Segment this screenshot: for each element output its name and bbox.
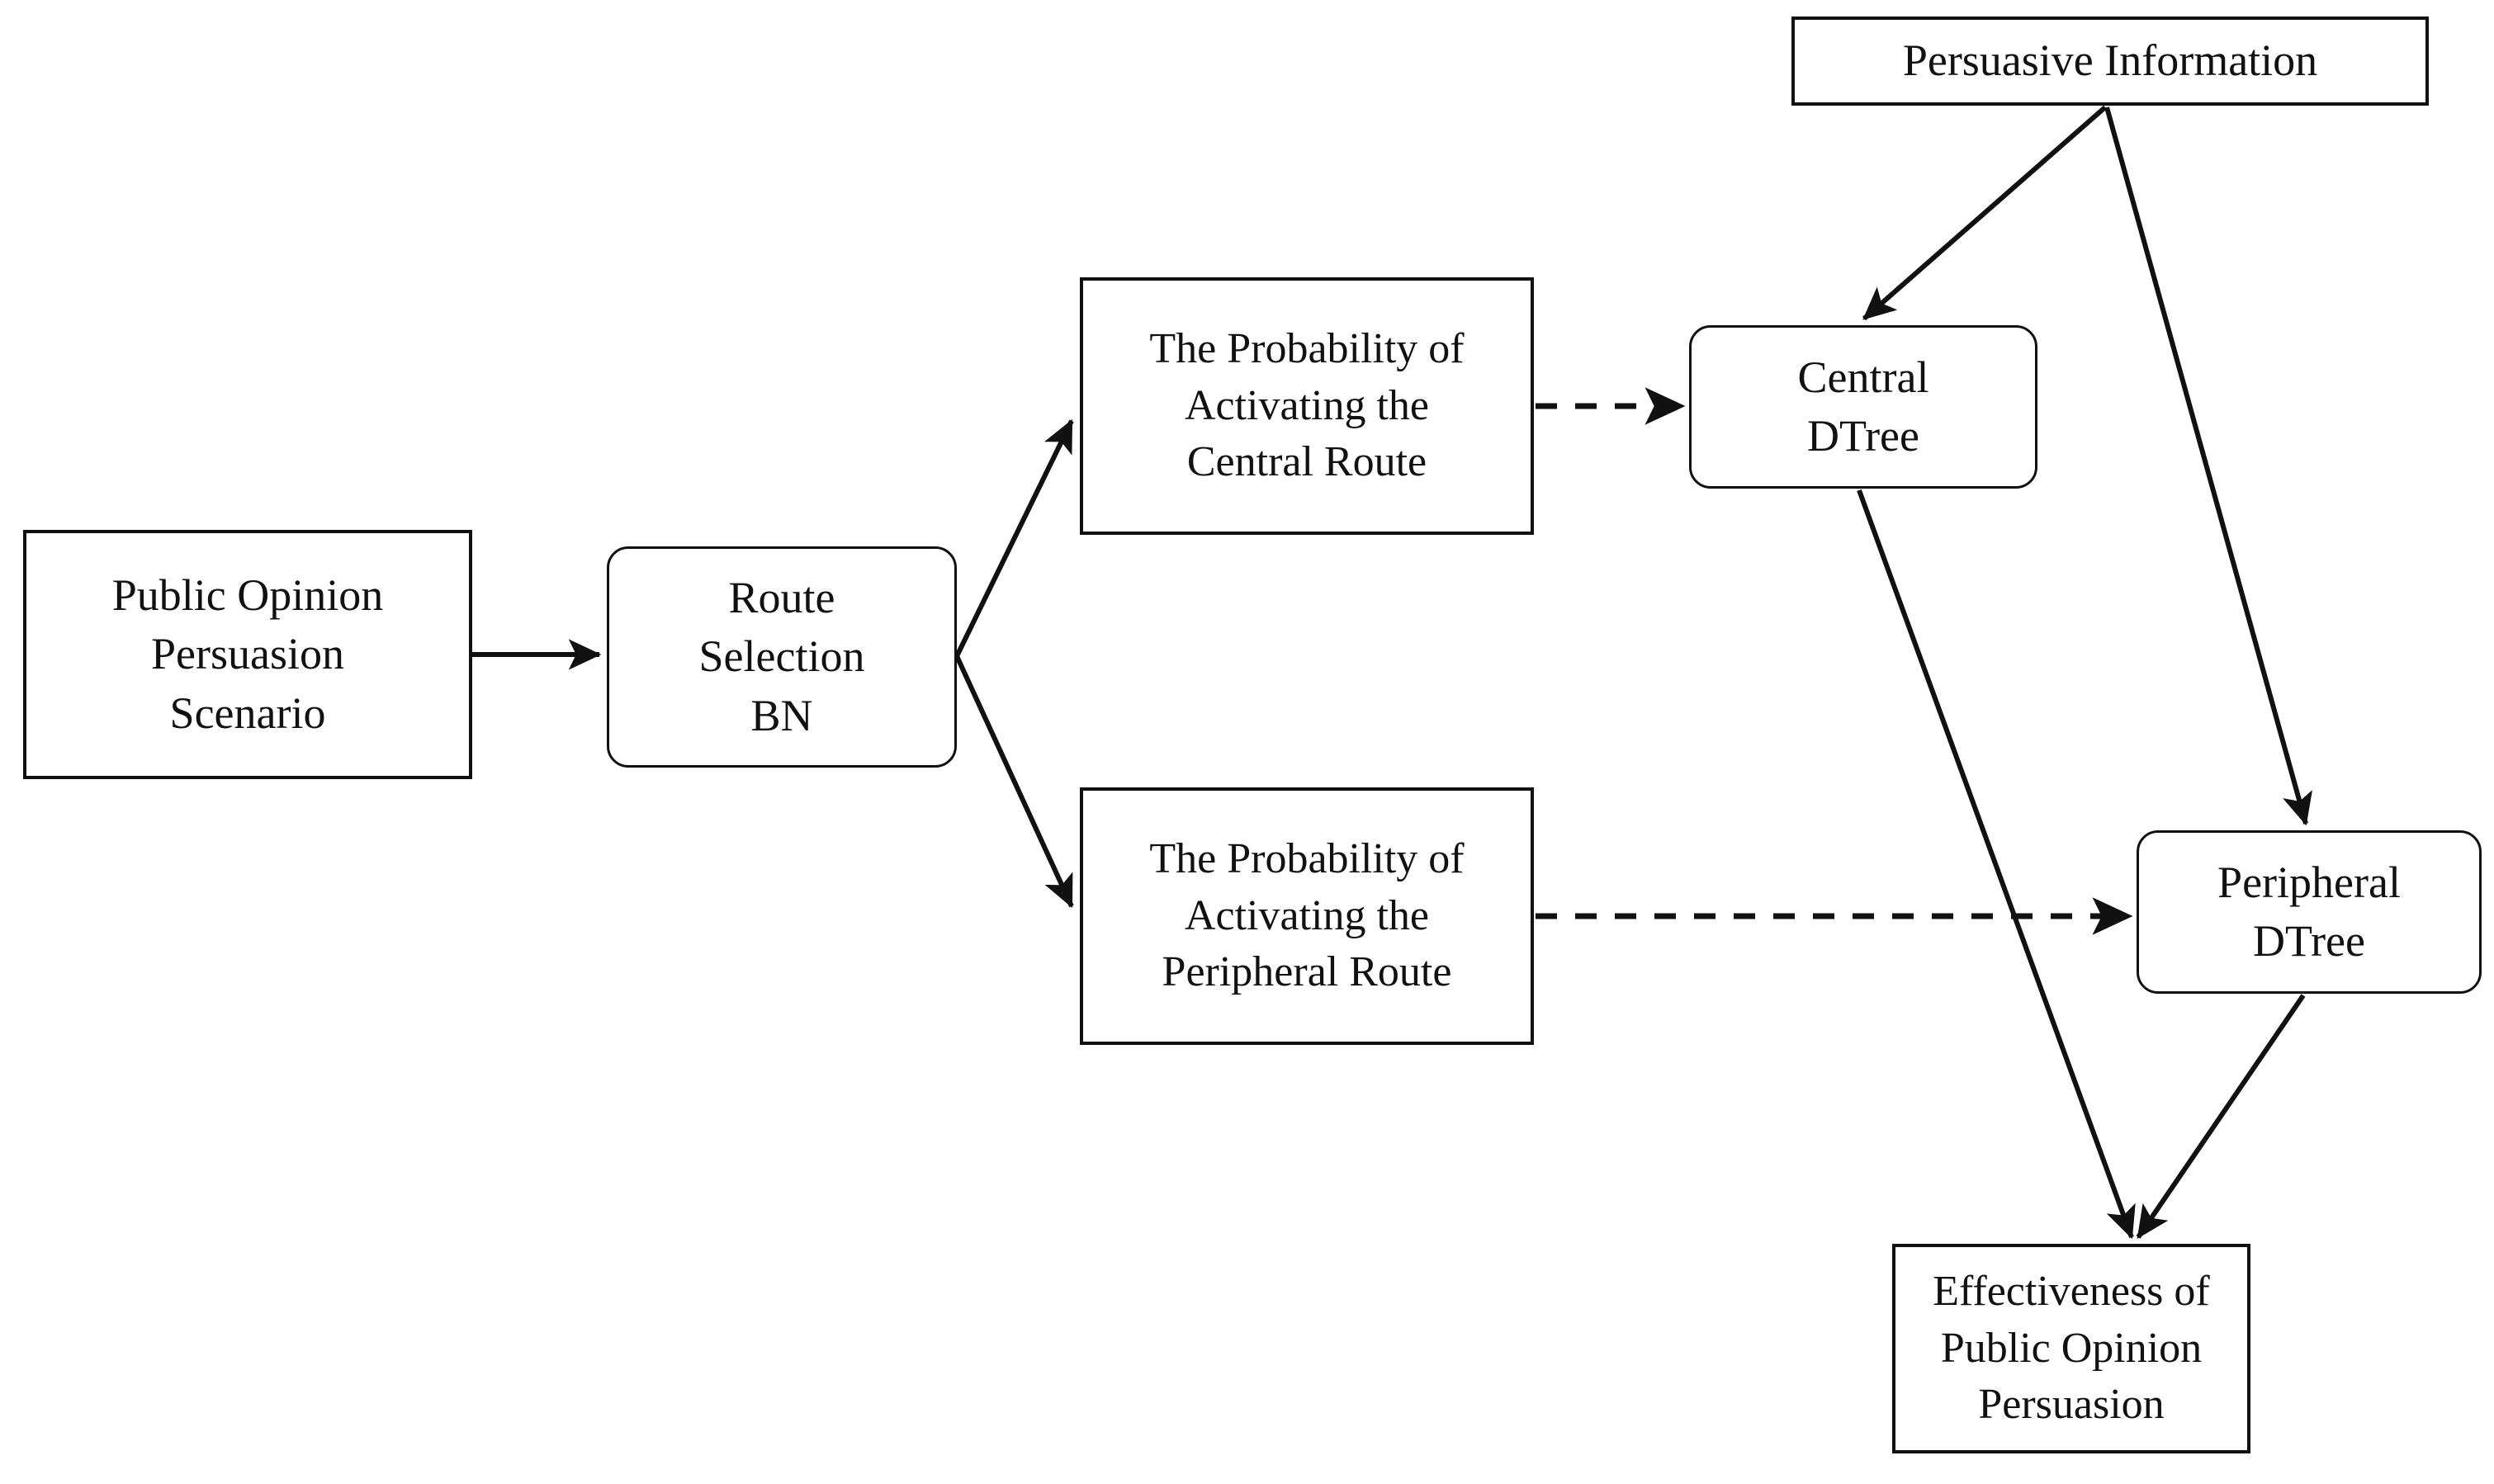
edge-persuasive-information-to-peripheral-dtree	[2104, 106, 2312, 826]
node-probability-central-route[interactable]: The Probability of Activating the Centra…	[1080, 277, 1534, 535]
edge-peripheral-dtree-to-effectiveness	[2136, 994, 2306, 1239]
edge-route-selection-to-peripheral-probability	[954, 655, 1074, 909]
edge-persuasive-information-to-central-dtree	[1862, 105, 2107, 321]
node-public-opinion-persuasion-scenario[interactable]: Public Opinion Persuasion Scenario	[23, 530, 472, 779]
node-probability-peripheral-route[interactable]: The Probability of Activating the Periph…	[1080, 787, 1534, 1045]
node-route-selection-bn[interactable]: Route Selection BN	[607, 546, 957, 768]
node-effectiveness-public-opinion-persuasion[interactable]: Effectiveness of Public Opinion Persuasi…	[1892, 1244, 2250, 1453]
edges-group	[472, 105, 2312, 1240]
node-peripheral-dtree[interactable]: Peripheral DTree	[2137, 830, 2482, 994]
node-central-dtree[interactable]: Central DTree	[1689, 325, 2037, 489]
node-persuasive-information[interactable]: Persuasive Information	[1791, 17, 2429, 106]
edge-route-selection-to-central-probability	[954, 418, 1074, 658]
edge-central-dtree-to-effectiveness	[1857, 489, 2136, 1240]
